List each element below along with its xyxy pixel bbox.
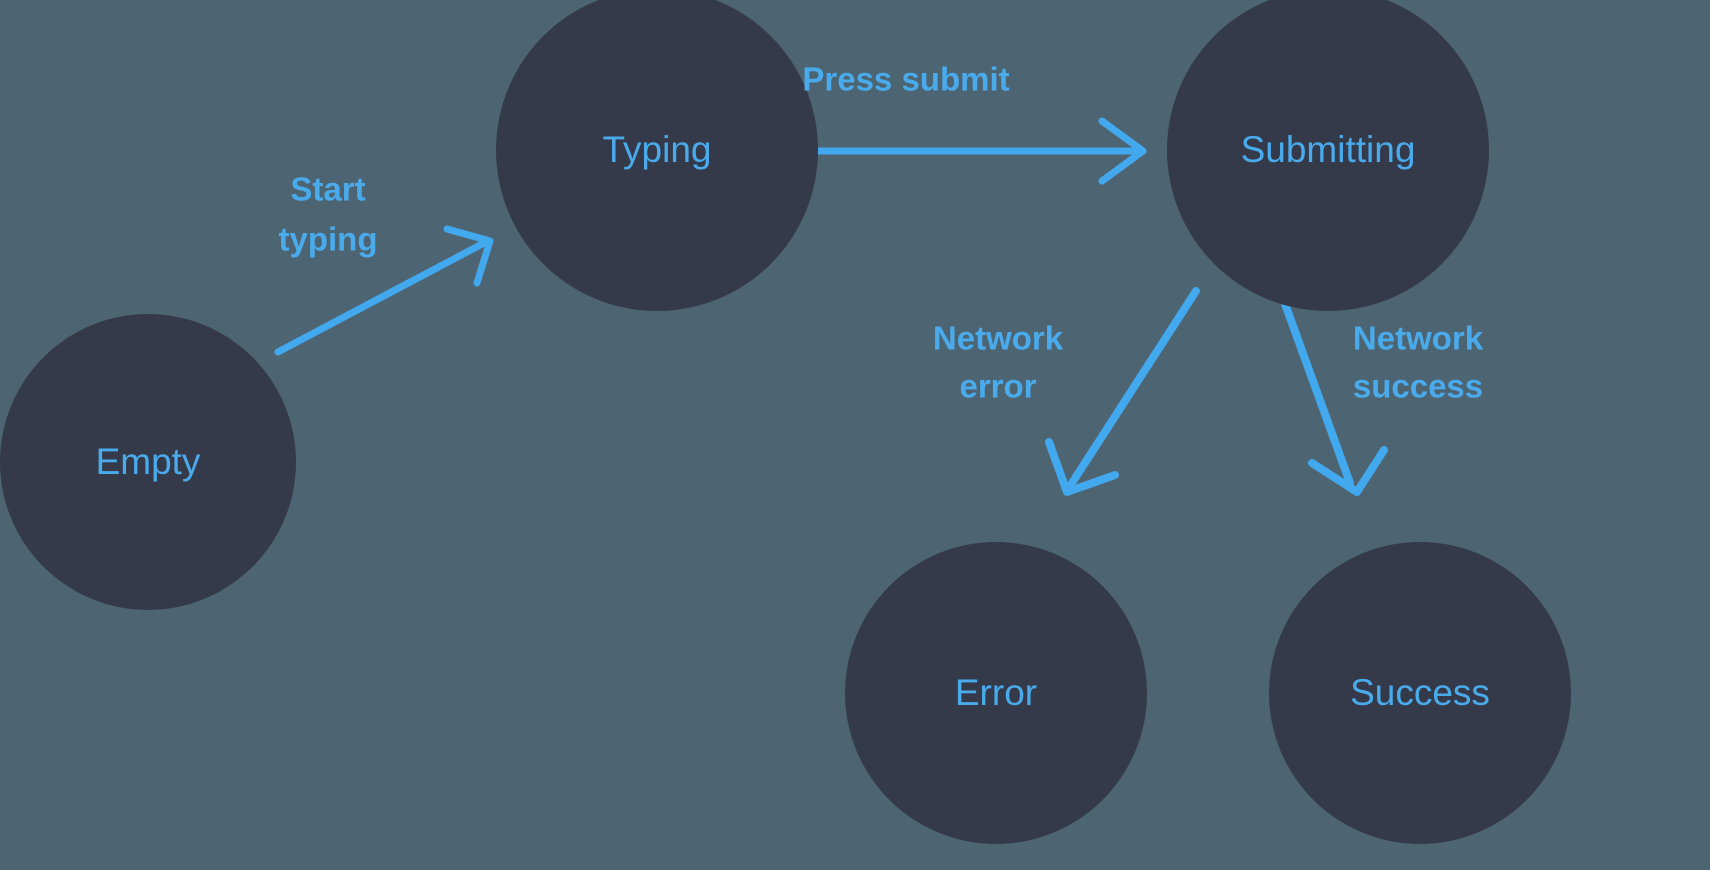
edge-submitting-to-error[interactable] [1045,287,1200,496]
state-node-success[interactable]: Success [1269,542,1571,844]
state-node-empty[interactable]: Empty [0,314,296,610]
nodes-layer: Empty Typing Submitting Error Success [0,0,1571,844]
edge-line [1068,287,1200,487]
edge-label-line: error [959,368,1036,405]
state-node-error[interactable]: Error [845,542,1147,844]
edge-label-line: success [1353,368,1483,405]
edge-labels-layer: Start typing Press submit Network error … [279,61,1484,405]
state-node-submitting[interactable]: Submitting [1167,0,1489,311]
state-label: Typing [602,129,711,170]
edge-typing-to-submitting[interactable] [762,117,1147,185]
edge-label-line: Start [290,171,365,208]
edge-empty-to-typing[interactable] [274,225,494,356]
state-circle [1269,542,1571,844]
edges-layer [274,117,1388,496]
state-label: Success [1350,672,1490,713]
arrowhead-icon [1098,117,1147,185]
edge-label-line: Press submit [802,61,1009,98]
edge-label-press-submit: Press submit [802,61,1009,98]
edge-label-line: Network [933,320,1064,357]
state-circle [0,314,296,610]
state-circle [1167,0,1489,311]
state-circle [845,542,1147,844]
edge-line [1276,286,1354,487]
state-node-typing[interactable]: Typing [496,0,818,311]
state-label: Error [955,672,1037,713]
edge-label-start-typing: Start typing [279,171,378,258]
edge-label-line: typing [279,221,378,258]
edge-line [274,239,488,356]
arrowhead-icon [1045,438,1119,496]
arrowhead-icon [443,225,494,287]
edge-label-network-error: Network error [933,320,1064,405]
arrowhead-icon [1308,446,1388,496]
edge-label-line: Network [1353,320,1484,357]
edge-label-network-success: Network success [1353,320,1484,405]
state-circle [496,0,818,311]
state-label: Empty [96,441,201,482]
edge-submitting-to-success[interactable] [1276,286,1388,496]
state-label: Submitting [1241,129,1416,170]
